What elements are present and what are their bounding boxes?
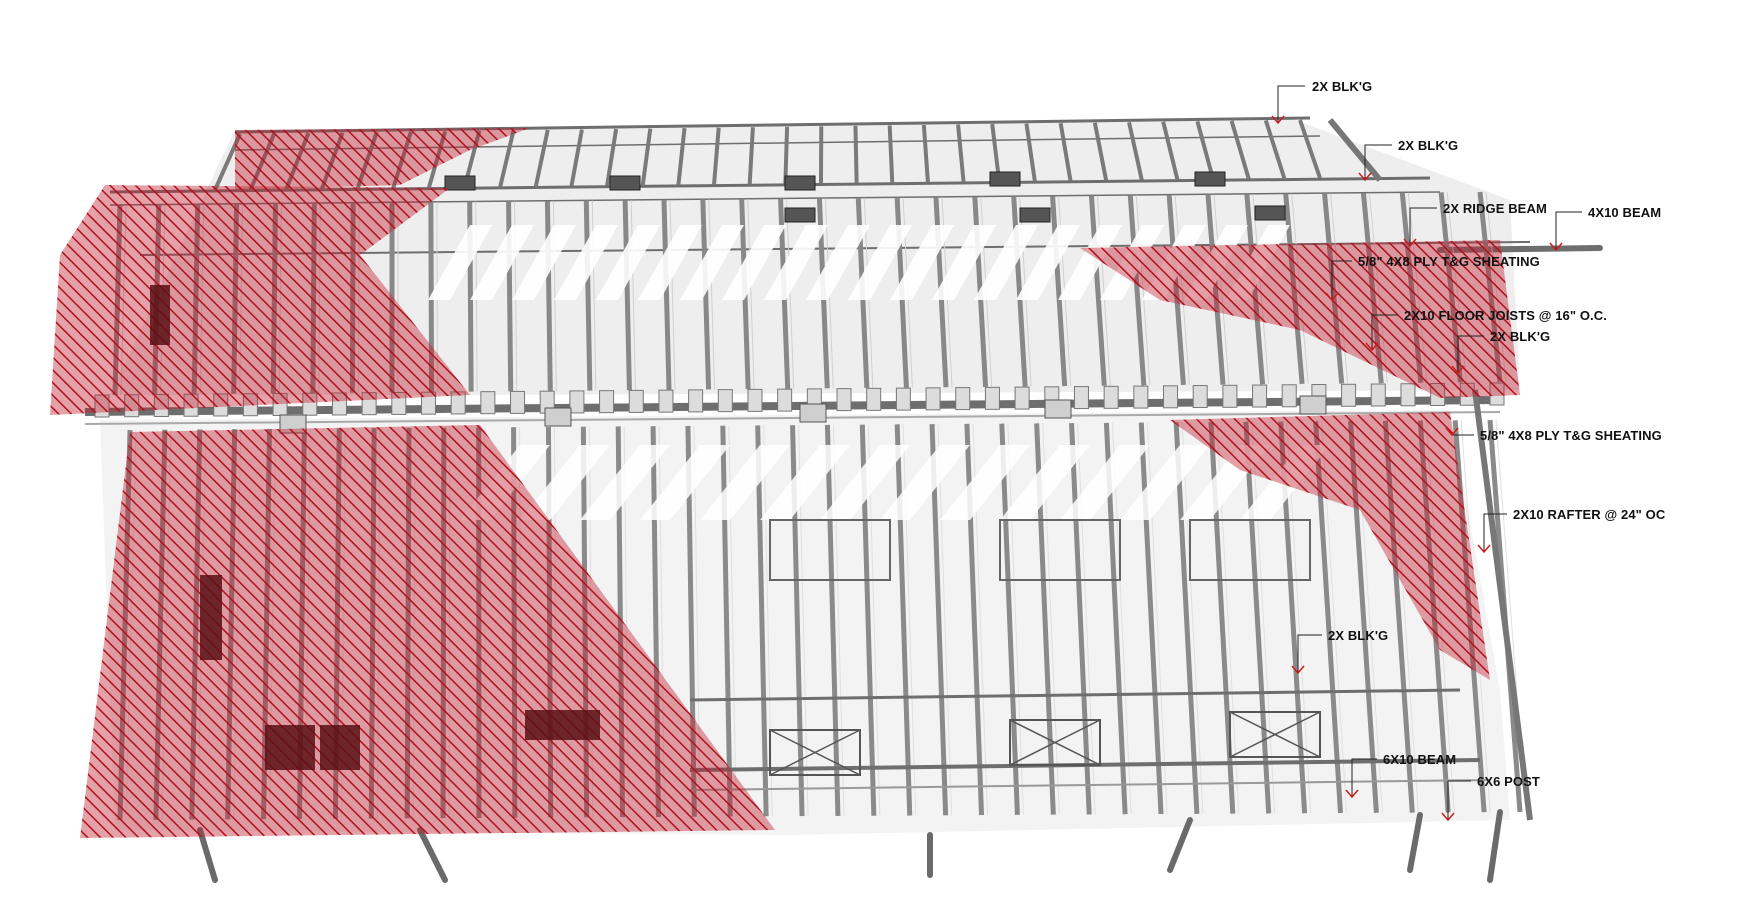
window-opening-hatched [200,575,222,660]
upper-rafter [785,127,787,184]
blocking [511,391,525,413]
blocking [629,390,643,412]
post [1490,812,1500,880]
blocking [1015,387,1029,409]
callout-blkg-2: 2X BLK'G [1398,139,1458,153]
callout-floor-joists: 2X10 FLOOR JOISTS @ 16" O.C. [1404,309,1607,323]
blocking [718,390,732,412]
blocking [837,389,851,411]
window-opening-hatched [320,725,360,770]
callout-blkg-3: 2X BLK'G [1490,330,1550,344]
window-opening [610,176,640,190]
blocking [1193,386,1207,408]
blocking [1074,387,1088,409]
window-opening [1195,172,1225,186]
callout-6x10-beam: 6X10 BEAM [1383,753,1456,767]
callout-blkg-4: 2X BLK'G [1328,629,1388,643]
window-opening [1020,208,1050,222]
vent-grille [1045,400,1071,418]
window-opening-hatched [265,725,315,770]
blocking [956,388,970,410]
post [200,830,215,880]
blocking [1134,386,1148,408]
window-opening [785,176,815,190]
blocking [778,389,792,411]
blocking [867,388,881,410]
callout-blkg-top: 2X BLK'G [1312,80,1372,94]
window-opening [445,176,475,190]
blocking [659,390,673,412]
blocking [1253,385,1267,407]
callout-6x6-post: 6X6 POST [1477,775,1540,789]
blocking [600,391,614,413]
window-opening [990,172,1020,186]
blocking [896,388,910,410]
callout-rafter: 2X10 RAFTER @ 24" OC [1513,508,1665,522]
blocking [1223,385,1237,407]
post [420,830,445,880]
blocking [985,387,999,409]
blocking [1342,384,1356,406]
blocking [689,390,703,412]
blocking [1371,384,1385,406]
blocking [1164,386,1178,408]
callout-sheathing-lower: 5/8" 4X8 PLY T&G SHEATING [1480,429,1662,443]
vent-grille [1300,396,1326,414]
window-opening-hatched [525,710,600,740]
blocking [1282,385,1296,407]
window-opening-hatched [150,285,170,345]
blocking [481,392,495,414]
post [1170,820,1190,870]
floor-joist [586,201,590,391]
vent-grille [800,404,826,422]
upper-rafter [855,126,856,183]
blocking [1401,384,1415,406]
callout-sheathing-upper: 5/8" 4X8 PLY T&G SHEATING [1358,255,1540,269]
upper-rafter [890,125,893,182]
window-opening [785,208,815,222]
post [1410,815,1420,870]
blocking [570,391,584,413]
window-opening [1255,206,1285,220]
floor-joist [547,201,550,391]
callout-4x10-beam: 4X10 BEAM [1588,206,1661,220]
callout-ridge-beam: 2X RIDGE BEAM [1443,202,1547,216]
vent-grille [545,408,571,426]
blocking [748,389,762,411]
blocking [1104,386,1118,408]
blocking [926,388,940,410]
